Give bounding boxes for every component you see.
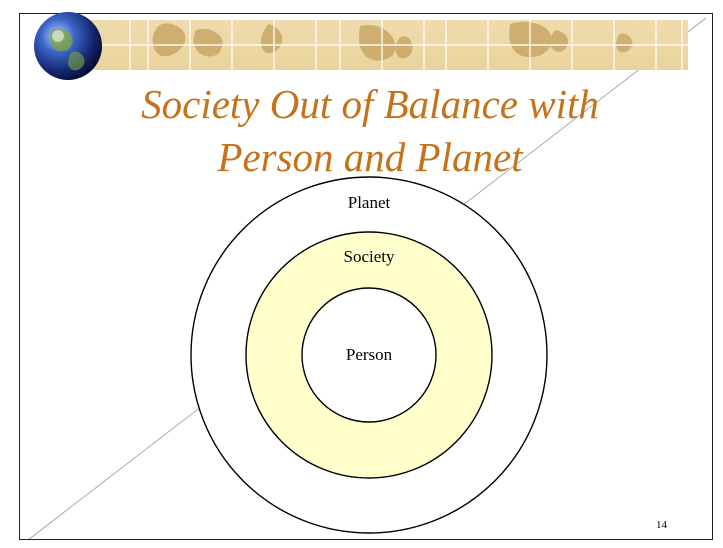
world-map-banner <box>34 12 688 80</box>
slide-title: Society Out of Balance with Person and P… <box>60 78 680 184</box>
person-circle <box>301 287 437 423</box>
title-line-2: Person and Planet <box>217 134 523 180</box>
society-label: Society <box>344 247 395 266</box>
globe-icon <box>34 12 102 80</box>
person-label: Person <box>346 345 393 364</box>
page-number: 14 <box>656 519 667 531</box>
title-line-1: Society Out of Balance with <box>141 81 599 127</box>
planet-label: Planet <box>348 193 391 212</box>
slide-frame <box>19 13 713 540</box>
